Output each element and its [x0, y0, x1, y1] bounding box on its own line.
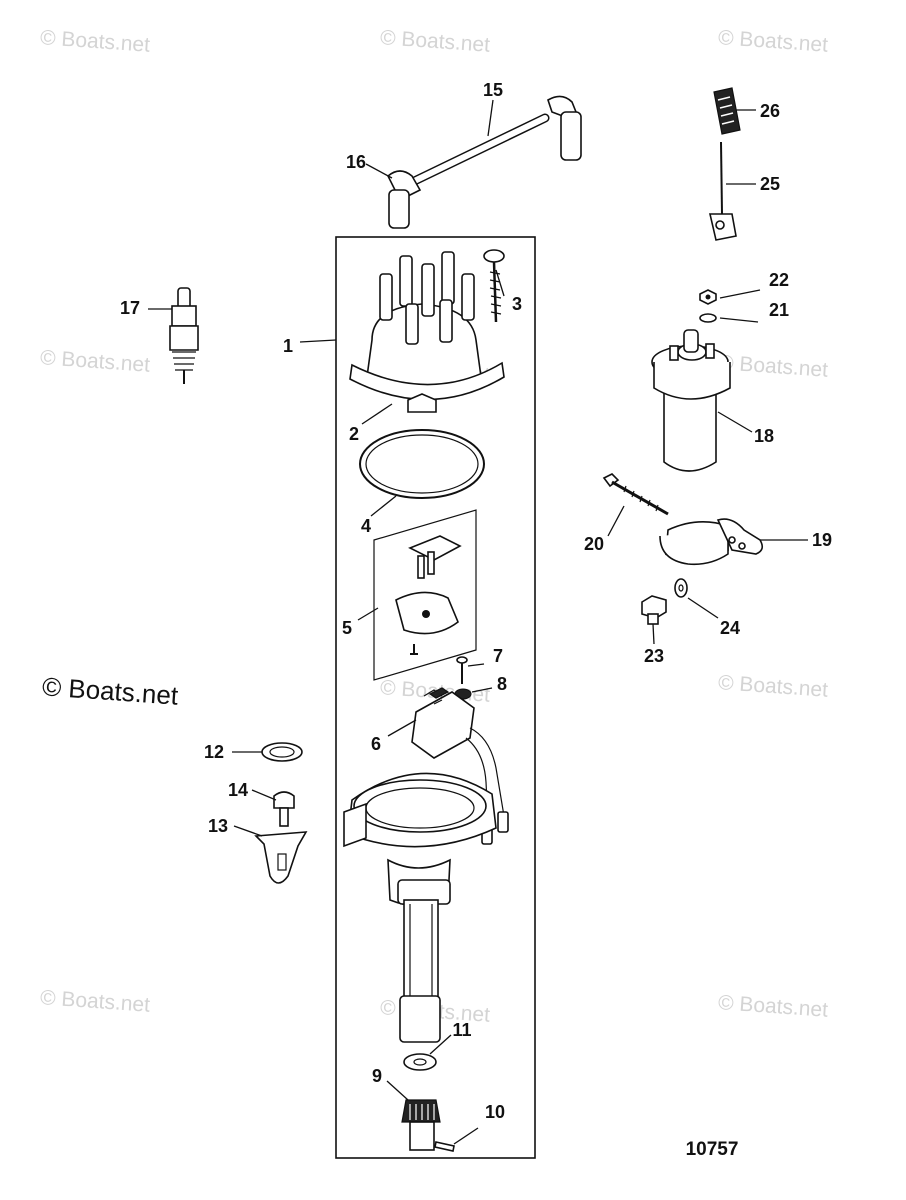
hold-down-bolt	[273, 791, 295, 827]
callout-12: 12	[204, 742, 224, 762]
callout-6: 6	[371, 734, 381, 754]
callout-15: 15	[483, 80, 503, 100]
callout-20: 20	[584, 534, 604, 554]
callout-17: 17	[120, 298, 140, 318]
roll-pin	[434, 1141, 455, 1152]
shaft-washer	[403, 1053, 437, 1071]
callout-10: 10	[485, 1102, 505, 1122]
callout-21: 21	[769, 300, 789, 320]
callout-19: 19	[812, 530, 832, 550]
callout-4: 4	[361, 516, 371, 536]
callout-14: 14	[228, 780, 248, 800]
distributor-housing	[343, 772, 497, 1043]
callout-11: 11	[452, 1020, 471, 1040]
callout-26: 26	[760, 101, 780, 121]
coil-clamp	[659, 518, 764, 566]
callout-7: 7	[493, 646, 503, 666]
clamp-bolt	[641, 595, 667, 625]
hold-down-clamp	[254, 831, 308, 884]
callout-24: 24	[720, 618, 740, 638]
figure-number: 10757	[686, 1139, 739, 1160]
cap-gasket	[359, 429, 485, 499]
wire-boot	[713, 87, 741, 135]
callout-2: 2	[349, 424, 359, 444]
coil-bracket-bolt	[602, 473, 669, 516]
coil-nut	[699, 289, 717, 305]
callout-5: 5	[342, 618, 352, 638]
coil-bracket-stud	[708, 141, 737, 241]
distributor-assembly-frame	[335, 236, 536, 1159]
callout-3: 3	[512, 294, 522, 314]
spark-plug	[169, 287, 199, 384]
callout-9: 9	[372, 1066, 382, 1086]
callout-16: 16	[346, 152, 366, 172]
ignition-coil	[651, 329, 731, 472]
leader-lines	[148, 99, 808, 1145]
ignition-module	[411, 687, 509, 845]
module-screw	[456, 656, 468, 684]
callout-23: 23	[644, 646, 664, 666]
callout-18: 18	[754, 426, 774, 446]
spark-plug-wire	[387, 95, 582, 229]
callout-8: 8	[497, 674, 507, 694]
clamp-washer	[674, 578, 688, 598]
coil-washer	[699, 313, 717, 323]
cap-screw	[483, 249, 505, 323]
distributor-cap	[349, 251, 505, 413]
drive-gear	[401, 1099, 441, 1151]
callout-25: 25	[760, 174, 780, 194]
rotor-kit	[373, 509, 477, 681]
callout-22: 22	[769, 270, 789, 290]
callout-1: 1	[283, 336, 293, 356]
base-gasket	[261, 742, 303, 762]
callout-13: 13	[208, 816, 228, 836]
